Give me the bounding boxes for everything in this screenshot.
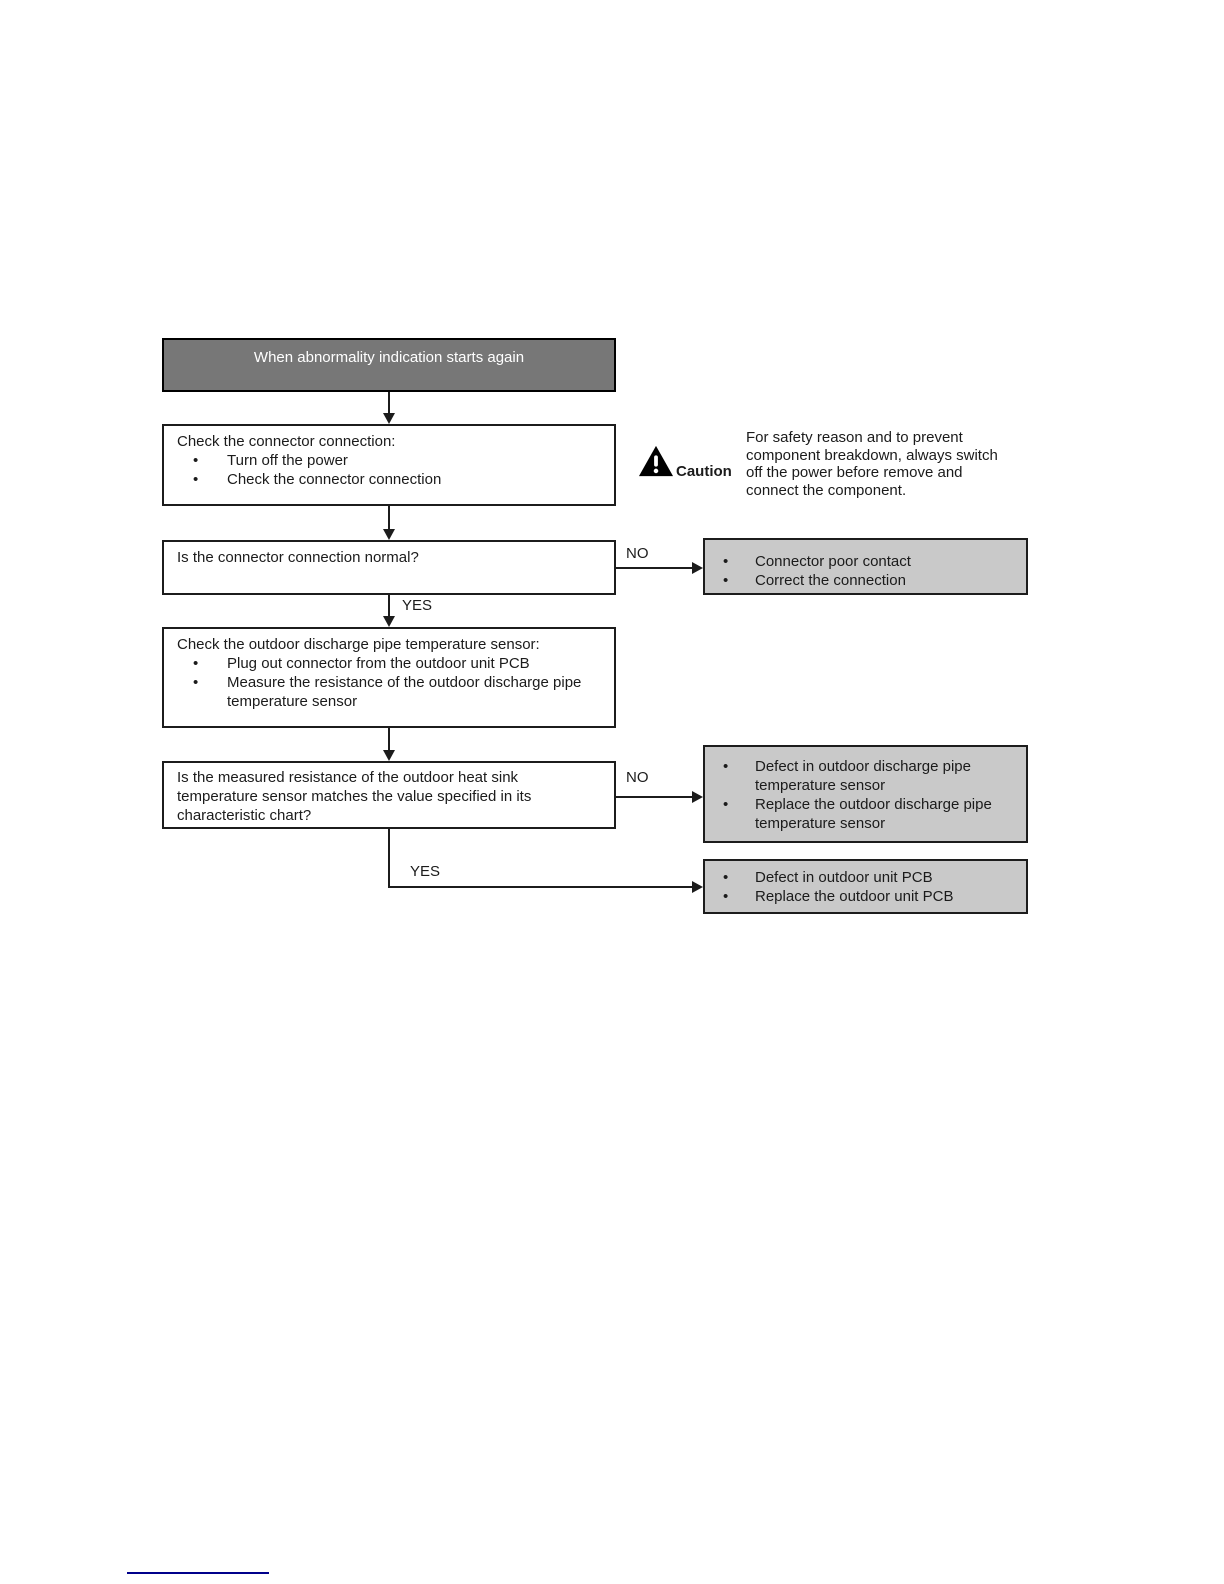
node-bullet-list: Turn off the power Check the connector c… [177,451,600,489]
flow-start-label: When abnormality indication starts again [253,349,525,366]
arrow-down-icon [383,616,395,627]
bullet-item: Replace the outdoor discharge pipe tempe… [705,795,1026,833]
arrow-right-icon [692,881,703,893]
arrow-down-icon [383,529,395,540]
branch-no-label: NO [626,545,649,562]
bullet-item: Defect in outdoor discharge pipe tempera… [705,757,1026,795]
bullet-item: Measure the resistance of the outdoor di… [177,673,600,711]
node-bullet-list: Defect in outdoor unit PCB Replace the o… [705,868,1026,906]
node-title: Check the outdoor discharge pipe tempera… [177,636,540,653]
connector-line [388,829,390,888]
caution-label: Caution [676,463,732,480]
branch-no-label: NO [626,769,649,786]
flow-check-sensor-node: Check the outdoor discharge pipe tempera… [162,627,616,728]
arrow-down-icon [383,750,395,761]
connector-line [616,567,692,569]
connector-line [388,506,390,529]
arrow-down-icon [383,413,395,424]
arrow-right-icon [692,791,703,803]
bullet-item: Defect in outdoor unit PCB [705,868,1026,887]
connector-line [388,728,390,750]
node-title: Check the connector connection: [177,433,396,450]
node-text: Is the measured resistance of the outdoo… [177,769,532,824]
node-bullet-list: Plug out connector from the outdoor unit… [177,654,600,711]
flow-start-node: When abnormality indication starts again [162,338,616,392]
branch-yes-label: YES [402,597,433,614]
bullet-item: Plug out connector from the outdoor unit… [177,654,600,673]
connector-line [616,796,692,798]
bullet-item: Replace the outdoor unit PCB [705,887,1026,906]
node-bullet-list: Defect in outdoor discharge pipe tempera… [705,757,1026,833]
flow-result-pcb-node: Defect in outdoor unit PCB Replace the o… [703,859,1028,914]
connector-line [388,595,390,616]
branch-yes-label: YES [410,863,441,880]
bullet-item: Turn off the power [177,451,600,470]
bullet-item: Check the connector connection [177,470,600,489]
connector-line [388,886,692,888]
arrow-right-icon [692,562,703,574]
flow-question-resistance-node: Is the measured resistance of the outdoo… [162,761,616,829]
footer-rule [127,1572,269,1574]
flow-result-sensor-node: Defect in outdoor discharge pipe tempera… [703,745,1028,843]
bullet-item: Connector poor contact [705,552,1026,571]
flow-check-connector-node: Check the connector connection: Turn off… [162,424,616,506]
caution-text: For safety reason and to prevent compone… [746,429,998,499]
bullet-item: Correct the connection [705,571,1026,590]
connector-line [388,392,390,414]
flow-question-connector-node: Is the connector connection normal? [162,540,616,595]
flow-result-connector-node: Connector poor contact Correct the conne… [703,538,1028,595]
caution-warning-icon [638,444,674,483]
node-bullet-list: Connector poor contact Correct the conne… [705,552,1026,590]
node-text: Is the connector connection normal? [177,549,419,566]
